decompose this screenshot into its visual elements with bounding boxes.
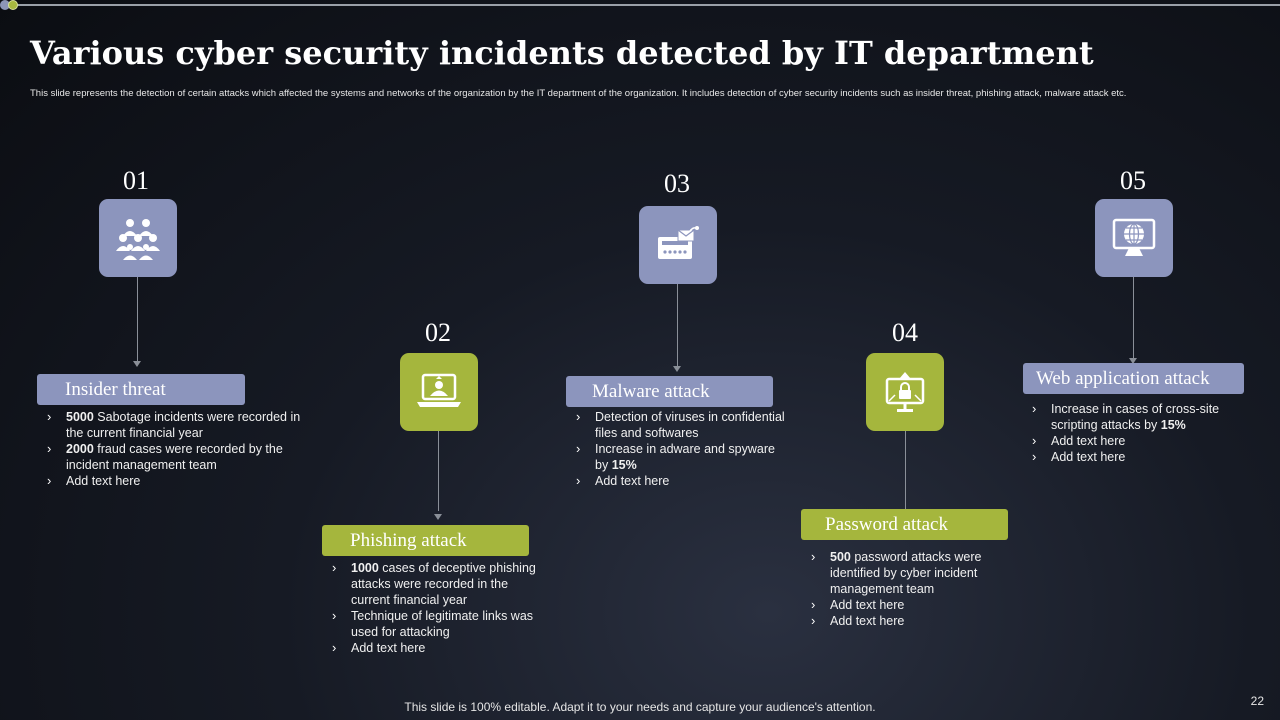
connector-line-02 (438, 431, 439, 511)
bullet-item: Increase in adware and spyware by 15% (575, 441, 790, 473)
bullet-item: Technique of legitimate links was used f… (331, 608, 541, 640)
connector-line-04 (905, 431, 906, 509)
bullet-item: Add text here (575, 473, 790, 489)
incident-label-malware-attack: Malware attack (566, 376, 773, 407)
slide-title: Various cyber security incidents detecte… (30, 34, 1094, 72)
incident-label-insider-threat: Insider threat (37, 374, 245, 405)
step-number-03: 03 (664, 169, 690, 198)
top-dot-green (8, 0, 18, 10)
monitor-lock-icon (885, 372, 925, 412)
step-icon-box-05 (1095, 199, 1173, 277)
incident-label-password-attack: Password attack (801, 509, 1008, 540)
email-virus-icon (658, 226, 699, 259)
step-icon-box-04 (866, 353, 944, 431)
bullet-item: Add text here (1031, 433, 1246, 449)
incident-bullets-03: Detection of viruses in confidential fil… (575, 409, 790, 489)
globe-monitor-icon (1112, 218, 1156, 256)
bullet-item: Add text here (1031, 449, 1246, 465)
incident-bullets-04: 500 password attacks were identified by … (810, 549, 1010, 629)
connector-line-05 (1133, 277, 1134, 359)
incident-bullets-01: 5000 Sabotage incidents were recorded in… (46, 409, 304, 489)
step-icon-box-03 (639, 206, 717, 284)
incident-bullets-05: Increase in cases of cross-site scriptin… (1031, 401, 1246, 465)
connector-line-01 (137, 277, 138, 362)
connector-arrow-02 (434, 514, 442, 520)
bullet-item: Increase in cases of cross-site scriptin… (1031, 401, 1246, 433)
incident-label-phishing-attack: Phishing attack (322, 525, 529, 556)
connector-line-03 (677, 284, 678, 366)
incident-bullets-02: 1000 cases of deceptive phishing attacks… (331, 560, 541, 656)
team-group-icon (116, 219, 160, 260)
slide-footer: This slide is 100% editable. Adapt it to… (404, 700, 876, 714)
step-number-05: 05 (1120, 166, 1146, 195)
connector-arrow-03 (673, 366, 681, 372)
bullet-item: 2000 fraud cases were recorded by the in… (46, 441, 304, 473)
bullet-item: 1000 cases of deceptive phishing attacks… (331, 560, 541, 608)
top-rule (10, 4, 1280, 6)
step-icon-box-01 (99, 199, 177, 277)
bullet-item: 500 password attacks were identified by … (810, 549, 1010, 597)
slide-subtitle: This slide represents the detection of c… (30, 88, 1127, 99)
step-number-02: 02 (425, 318, 451, 347)
incident-label-web-application-attack: Web application attack (1023, 363, 1244, 394)
connector-arrow-05 (1129, 358, 1137, 364)
page-number: 22 (1250, 694, 1264, 708)
step-icon-box-02 (400, 353, 478, 431)
connector-arrow-01 (133, 361, 141, 367)
step-number-04: 04 (892, 318, 918, 347)
bullet-item: Add text here (331, 640, 541, 656)
bullet-item: 5000 Sabotage incidents were recorded in… (46, 409, 304, 441)
bullet-item: Add text here (810, 597, 1010, 613)
bullet-item: Detection of viruses in confidential fil… (575, 409, 790, 441)
laptop-hacker-icon (417, 373, 461, 407)
step-number-01: 01 (123, 166, 149, 195)
bullet-item: Add text here (46, 473, 304, 489)
bullet-item: Add text here (810, 613, 1010, 629)
top-dot-blue (0, 0, 10, 10)
